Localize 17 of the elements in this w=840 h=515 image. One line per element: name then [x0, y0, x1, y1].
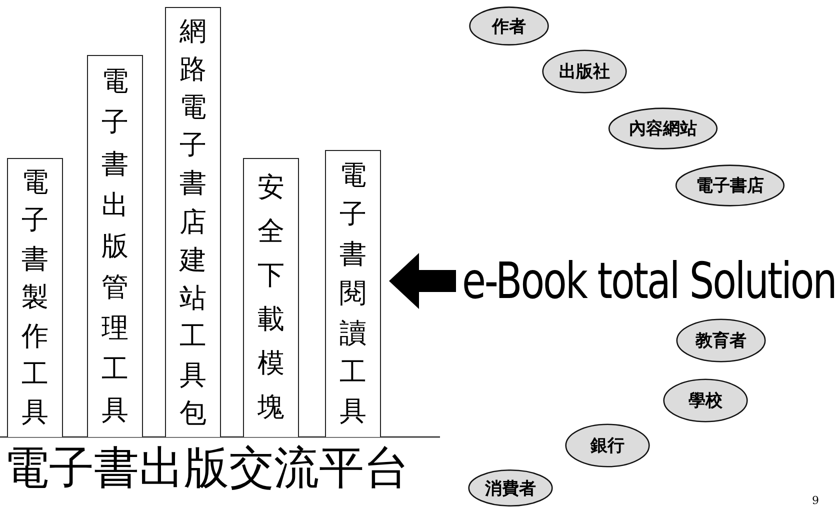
stakeholder-label: 作者: [492, 16, 526, 38]
tool-column: 網路電子書店建站工具包: [165, 7, 221, 437]
page-number: 9: [812, 494, 819, 507]
tool-column: 電子書製作工具: [7, 158, 63, 437]
tool-column: 安全下載模塊: [243, 158, 299, 437]
tool-column: 電子書出版管理工具: [87, 55, 143, 437]
stakeholder-label: 出版社: [559, 61, 610, 83]
stakeholder-label: 電子書店: [696, 175, 764, 197]
stakeholder-label: 消費者: [485, 478, 536, 500]
stakeholder-label: 學校: [688, 390, 722, 412]
tool-column: 電子書閱讀工具: [325, 150, 381, 437]
block-arrow: [389, 253, 456, 309]
stakeholder-label: 銀行: [590, 435, 624, 457]
platform-title: 電子書出版交流平台: [4, 440, 409, 496]
solution-heading: e-Book total Solution: [462, 252, 836, 310]
stakeholder-label: 內容網站: [629, 118, 697, 140]
stakeholder-label: 教育者: [696, 330, 746, 352]
